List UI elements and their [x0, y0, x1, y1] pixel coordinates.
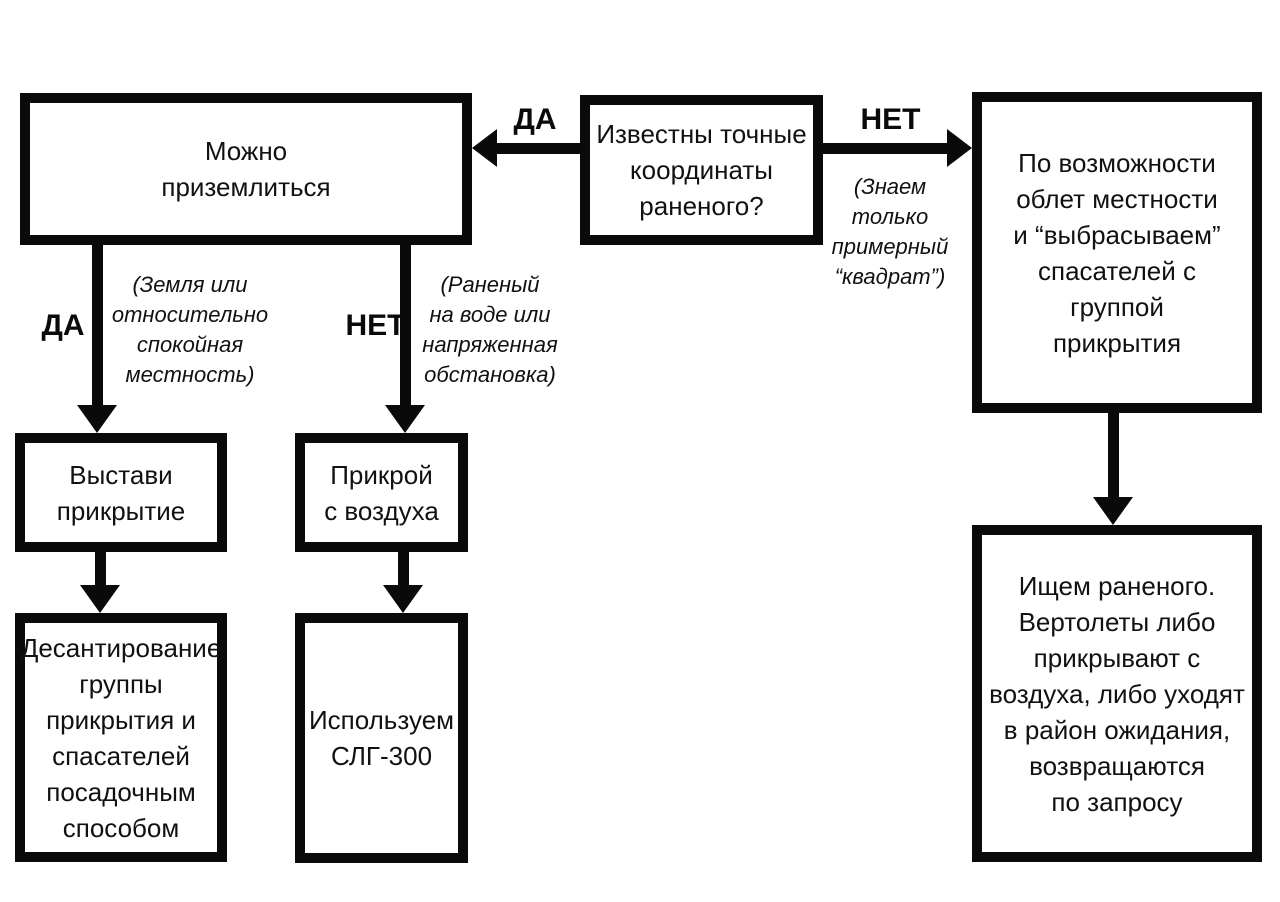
arrow-setcover-to-landing-head-icon	[80, 585, 120, 613]
node-can-land: Можно приземлиться	[20, 93, 472, 245]
arrow-flyover-to-search-line	[1108, 413, 1119, 497]
node-cover-from-air: Прикрой с воздуха	[295, 433, 468, 552]
note-water-or-tension: (Раненый на воде или напряженная обстано…	[422, 272, 558, 387]
edge-label-yes-top: ДА	[513, 103, 557, 136]
arrow-yes-down-line	[92, 245, 103, 405]
arrow-no-to-flyover-line	[823, 143, 947, 154]
node-set-cover-text: Выстави прикрытие	[56, 459, 186, 526]
arrow-coverair-to-slg-line	[398, 552, 409, 585]
arrow-flyover-to-search-head-icon	[1093, 497, 1133, 525]
edge-label-yes-down: ДА	[41, 309, 85, 342]
edge-label-no-top: НЕТ	[860, 103, 921, 136]
arrow-coverair-to-slg-head-icon	[383, 585, 423, 613]
node-use-slg-300-text: Используем СЛГ-300	[308, 705, 455, 771]
arrow-setcover-to-landing-line	[95, 552, 106, 585]
arrow-yes-down-head-icon	[77, 405, 117, 433]
node-question-coordinates: Известны точные координаты раненого?	[580, 95, 823, 245]
arrow-yes-to-can-land-head-icon	[472, 129, 497, 167]
arrow-yes-to-can-land-line	[497, 143, 580, 154]
node-landing-party-text: Десантирование группы прикрытия и спасат…	[20, 632, 222, 843]
node-landing-party: Десантирование группы прикрытия и спасат…	[15, 613, 227, 862]
note-approx-square: (Знаем только примерный “квадрат”)	[831, 174, 949, 289]
node-flyover-drop-rescuers-text: По возможности облет местности и “выбрас…	[1013, 147, 1221, 358]
arrow-no-to-flyover-head-icon	[947, 129, 972, 167]
node-set-cover: Выстави прикрытие	[15, 433, 227, 552]
node-use-slg-300: Используем СЛГ-300	[295, 613, 468, 863]
node-search-wounded-text: Ищем раненого. Вертолеты либо прикрывают…	[989, 570, 1245, 817]
node-flyover-drop-rescuers: По возможности облет местности и “выбрас…	[972, 92, 1262, 413]
arrow-no-down-head-icon	[385, 405, 425, 433]
edge-label-no-down: НЕТ	[345, 309, 406, 342]
note-calm-terrain: (Земля или относительно спокойная местно…	[111, 272, 269, 387]
node-question-coordinates-text: Известны точные координаты раненого?	[596, 119, 807, 221]
node-cover-from-air-text: Прикрой с воздуха	[324, 459, 439, 526]
node-search-wounded: Ищем раненого. Вертолеты либо прикрывают…	[972, 525, 1262, 862]
arrow-no-down-line	[400, 245, 411, 405]
node-can-land-text: Можно приземлиться	[161, 136, 331, 202]
